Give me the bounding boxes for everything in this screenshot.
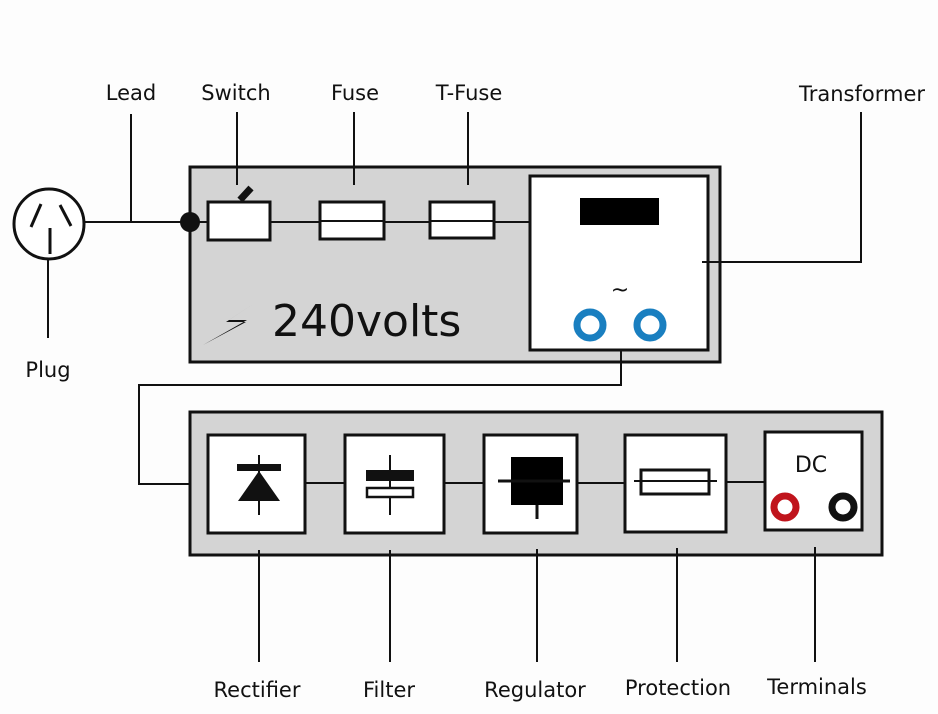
plug-label: Plug xyxy=(25,358,70,382)
switch-label: Switch xyxy=(201,81,270,105)
rectifier-diode-icon xyxy=(206,433,307,535)
plug-icon xyxy=(12,187,86,261)
dc-label: DC xyxy=(795,453,827,478)
t-fuse-label: T-Fuse xyxy=(435,81,503,105)
lead-label: Lead xyxy=(106,81,156,105)
transformer-output-wire xyxy=(138,350,622,485)
voltage-label: 240volts xyxy=(272,296,461,347)
transformer-leader xyxy=(702,112,862,263)
protection-label: Protection xyxy=(625,676,731,700)
rectifier-label: Rectifier xyxy=(214,678,301,702)
protection-fuse-icon xyxy=(623,433,728,534)
filter-label: Filter xyxy=(363,678,415,702)
junction-dot xyxy=(180,212,200,232)
regulator-icon xyxy=(482,433,579,535)
transformer-label: Transformer xyxy=(798,82,925,106)
switch-icon xyxy=(206,185,272,242)
ac-symbol: ~ xyxy=(611,278,629,303)
fuse-label: Fuse xyxy=(331,81,379,105)
terminals-label: Terminals xyxy=(766,675,867,699)
regulator-label: Regulator xyxy=(484,678,586,702)
transformer-display xyxy=(580,198,659,225)
filter-capacitor-icon xyxy=(343,433,446,535)
negative-terminal xyxy=(828,492,858,522)
transformer-terminal-right xyxy=(633,308,667,342)
positive-terminal xyxy=(770,492,800,522)
transformer-terminal-left xyxy=(573,308,607,342)
